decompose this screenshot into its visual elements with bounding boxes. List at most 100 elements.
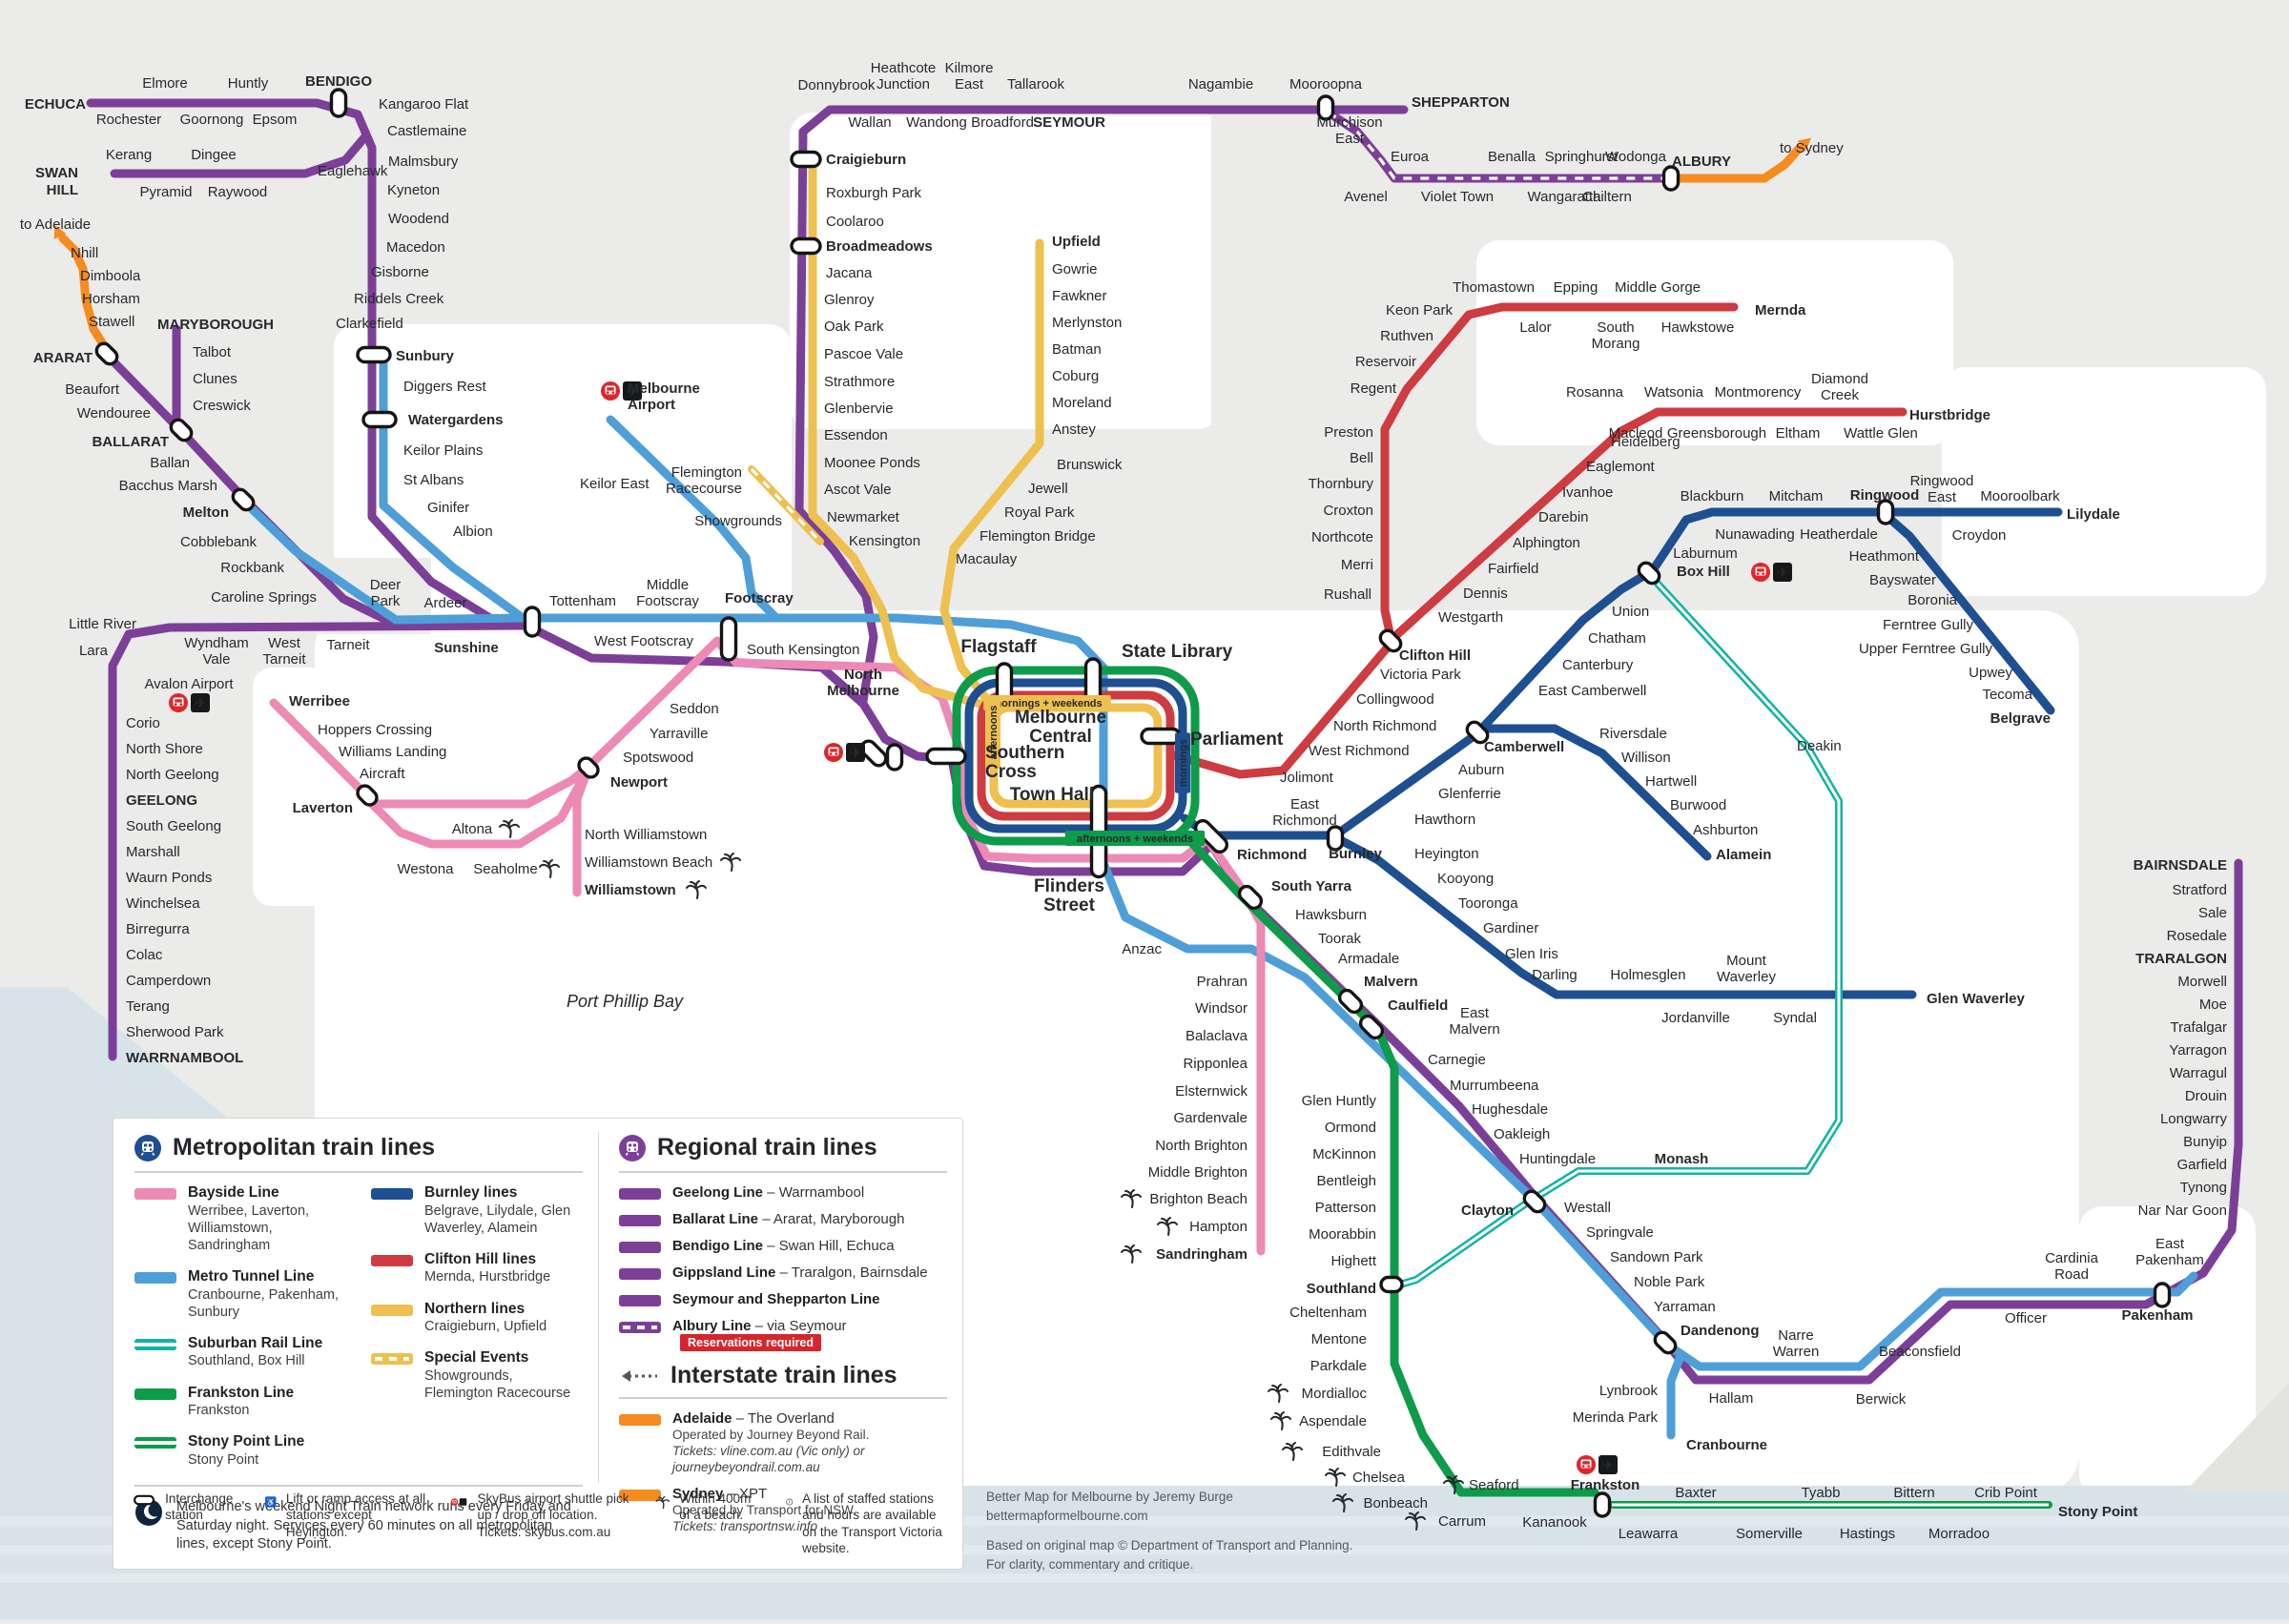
station-label: North Richmond [1333,718,1436,734]
station-label: Bayswater [1869,572,1936,588]
station-label: Tyabb [1802,1485,1841,1501]
station-label: Bell [1350,450,1373,466]
station-label: Wandong [906,114,967,131]
station-label: Altona [452,821,493,837]
station-label: Gardiner [1483,920,1538,936]
interstate-arrow-icon [622,1369,657,1382]
airport-icon: ✈ [1773,563,1792,582]
station-label: Creswick [193,398,251,414]
station-label: Middle Gorge [1615,279,1701,296]
station-label: Fawkner [1052,288,1107,304]
station-label: Reservoir [1355,354,1416,370]
interchange-station [1522,1189,1547,1214]
station-label: Willison [1621,750,1671,766]
line-hurstbridge [1390,407,1908,642]
station-label: Euroa [1391,149,1430,165]
station-label: Wendouree [77,405,151,421]
station-label: Laburnum [1673,545,1738,562]
station-label: Cobblebank [180,534,258,550]
station-label: Union [1612,604,1649,620]
station-label: Hawksburn [1295,907,1367,923]
station-label: Melton [183,504,229,521]
station-label: Elmore [142,75,188,92]
station-label: Street [1043,895,1096,915]
airport-icon: ✈ [1598,1455,1618,1474]
station-label: North Brighton [1155,1138,1248,1154]
station-label: Laverton [293,800,353,816]
station-label: Merlynston [1052,315,1122,331]
station-label: Longwarry [2160,1111,2228,1127]
station-label: Werribee [289,693,350,709]
station-label: Hughesdale [1472,1101,1548,1118]
station-label: Kerang [106,147,152,163]
palm-icon [1157,1217,1178,1236]
station-label: Seaholme [473,861,538,877]
station-label: Flagstaff [960,637,1037,657]
station-label: Diggers Rest [403,379,487,395]
station-label: Park [371,593,401,609]
line-cranbourne [1666,1351,1685,1440]
station-label: Clayton [1461,1203,1514,1219]
station-label: East [955,76,984,93]
station-label: Footscray [725,590,794,606]
legend-symbols: Interchange station♿Lift or ramp access … [133,1490,947,1557]
station-label: Highett [1330,1253,1376,1269]
interchange-station [1876,499,1895,525]
train-glyph [625,1141,640,1156]
station-label: North [844,667,882,683]
station-label: Thomastown [1453,279,1535,296]
station-label: Winchelsea [126,895,200,912]
station-label: West Footscray [594,633,693,649]
station-label: Balaclava [1186,1028,1248,1044]
station-label: Kyneton [387,182,440,198]
station-label: Morwell [2177,974,2227,990]
station-label: BAIRNSDALE [2134,857,2227,874]
station-label: St Albans [403,472,464,488]
palm-icon [1121,1244,1142,1264]
station-label: Eaglemont [1586,459,1656,475]
station-label: Huntingdale [1519,1151,1596,1167]
station-label: Woodend [388,211,449,227]
station-label: West Richmond [1309,743,1410,759]
station-label: Parliament [1190,730,1284,750]
station-label: Jewell [1028,481,1068,497]
interchange-station [1193,818,1229,854]
station-label: Melbourne [827,683,899,699]
station-label: Croydon [1952,527,2007,544]
interchange-station [1465,720,1490,745]
palm-icon [655,1495,670,1510]
station-label: Holmesglen [1610,967,1685,983]
station-label: Carnegie [1428,1052,1486,1068]
station-label: Lilydale [2067,506,2120,523]
station-label: Seaford [1469,1477,1519,1493]
station-label: Flinders [1034,876,1104,896]
station-label: Avalon Airport [144,676,234,692]
station-label: Ascot Vale [824,482,892,498]
station-label: Ardeer [423,595,466,611]
station-label: Newport [610,774,668,791]
interchange-station [1358,1014,1385,1040]
station-label: ARARAT [33,350,93,366]
skybus-airport-icons: ✈ [450,1498,466,1506]
station-label: Southland [1307,1281,1376,1297]
station-label: Merinda Park [1573,1409,1659,1426]
station-label: Elsternwick [1175,1083,1248,1100]
station-label: Corio [126,715,160,731]
interchange-station [925,747,967,766]
station-label: Leawarra [1619,1526,1679,1542]
station-label: Bonbeach [1363,1495,1428,1511]
station-label: Ringwood [1910,473,1974,489]
station-label: Broadford [971,114,1034,131]
station-label: Kensington [849,533,920,549]
station-label: Cross [985,762,1037,782]
interstate-arrow-icon [1797,137,1811,152]
station-label: Epping [1554,279,1598,296]
station-label: Horsham [82,291,140,307]
station-label: Rochester [96,112,161,128]
station-label: Upper Ferntree Gully [1859,641,1993,657]
interchange-station [94,341,119,366]
